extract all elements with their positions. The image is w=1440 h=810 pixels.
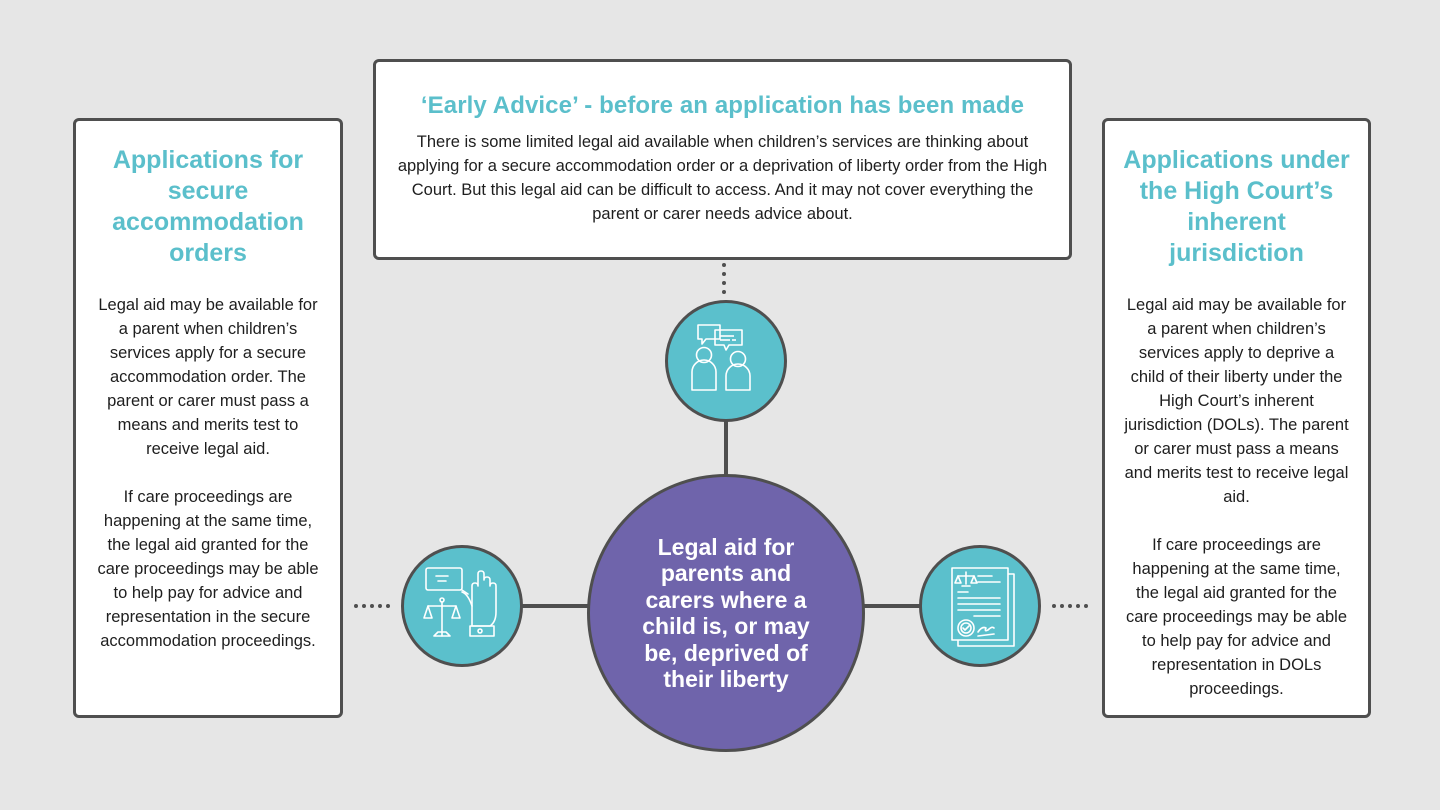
secure-accommodation-heading: Applications for secure accommodation or… — [112, 146, 304, 267]
legal-document-circle — [919, 545, 1041, 667]
secure-accommodation-paragraph-1: Legal aid may be available for a parent … — [98, 296, 318, 458]
legal-oath-scales-icon — [420, 564, 504, 648]
inherent-jurisdiction-paragraph-2: If care proceedings are happening at the… — [1125, 536, 1348, 698]
central-topic-label: Legal aid for parents and carers where a… — [642, 533, 810, 693]
conversation-icon — [686, 321, 766, 401]
secure-accommodation-box: Applications for secure accommodation or… — [73, 118, 343, 718]
inherent-jurisdiction-paragraph-1: Legal aid may be available for a parent … — [1124, 296, 1349, 506]
inherent-jurisdiction-box: Applications under the High Court’s inhe… — [1102, 118, 1371, 718]
secure-accommodation-paragraph-2: If care proceedings are happening at the… — [97, 488, 319, 650]
early-advice-box: ‘Early Advice’ - before an application h… — [373, 59, 1072, 260]
connector-top — [724, 420, 728, 476]
central-topic-circle: Legal aid for parents and carers where a… — [587, 474, 865, 752]
inherent-jurisdiction-heading: Applications under the High Court’s inhe… — [1123, 146, 1350, 267]
early-advice-heading: ‘Early Advice’ - before an application h… — [420, 92, 1025, 119]
legal-oath-circle — [401, 545, 523, 667]
early-advice-text: There is some limited legal aid availabl… — [397, 133, 1048, 223]
conversation-circle — [665, 300, 787, 422]
legal-document-icon — [940, 564, 1020, 648]
connector-left — [521, 604, 589, 608]
connector-right — [863, 604, 921, 608]
